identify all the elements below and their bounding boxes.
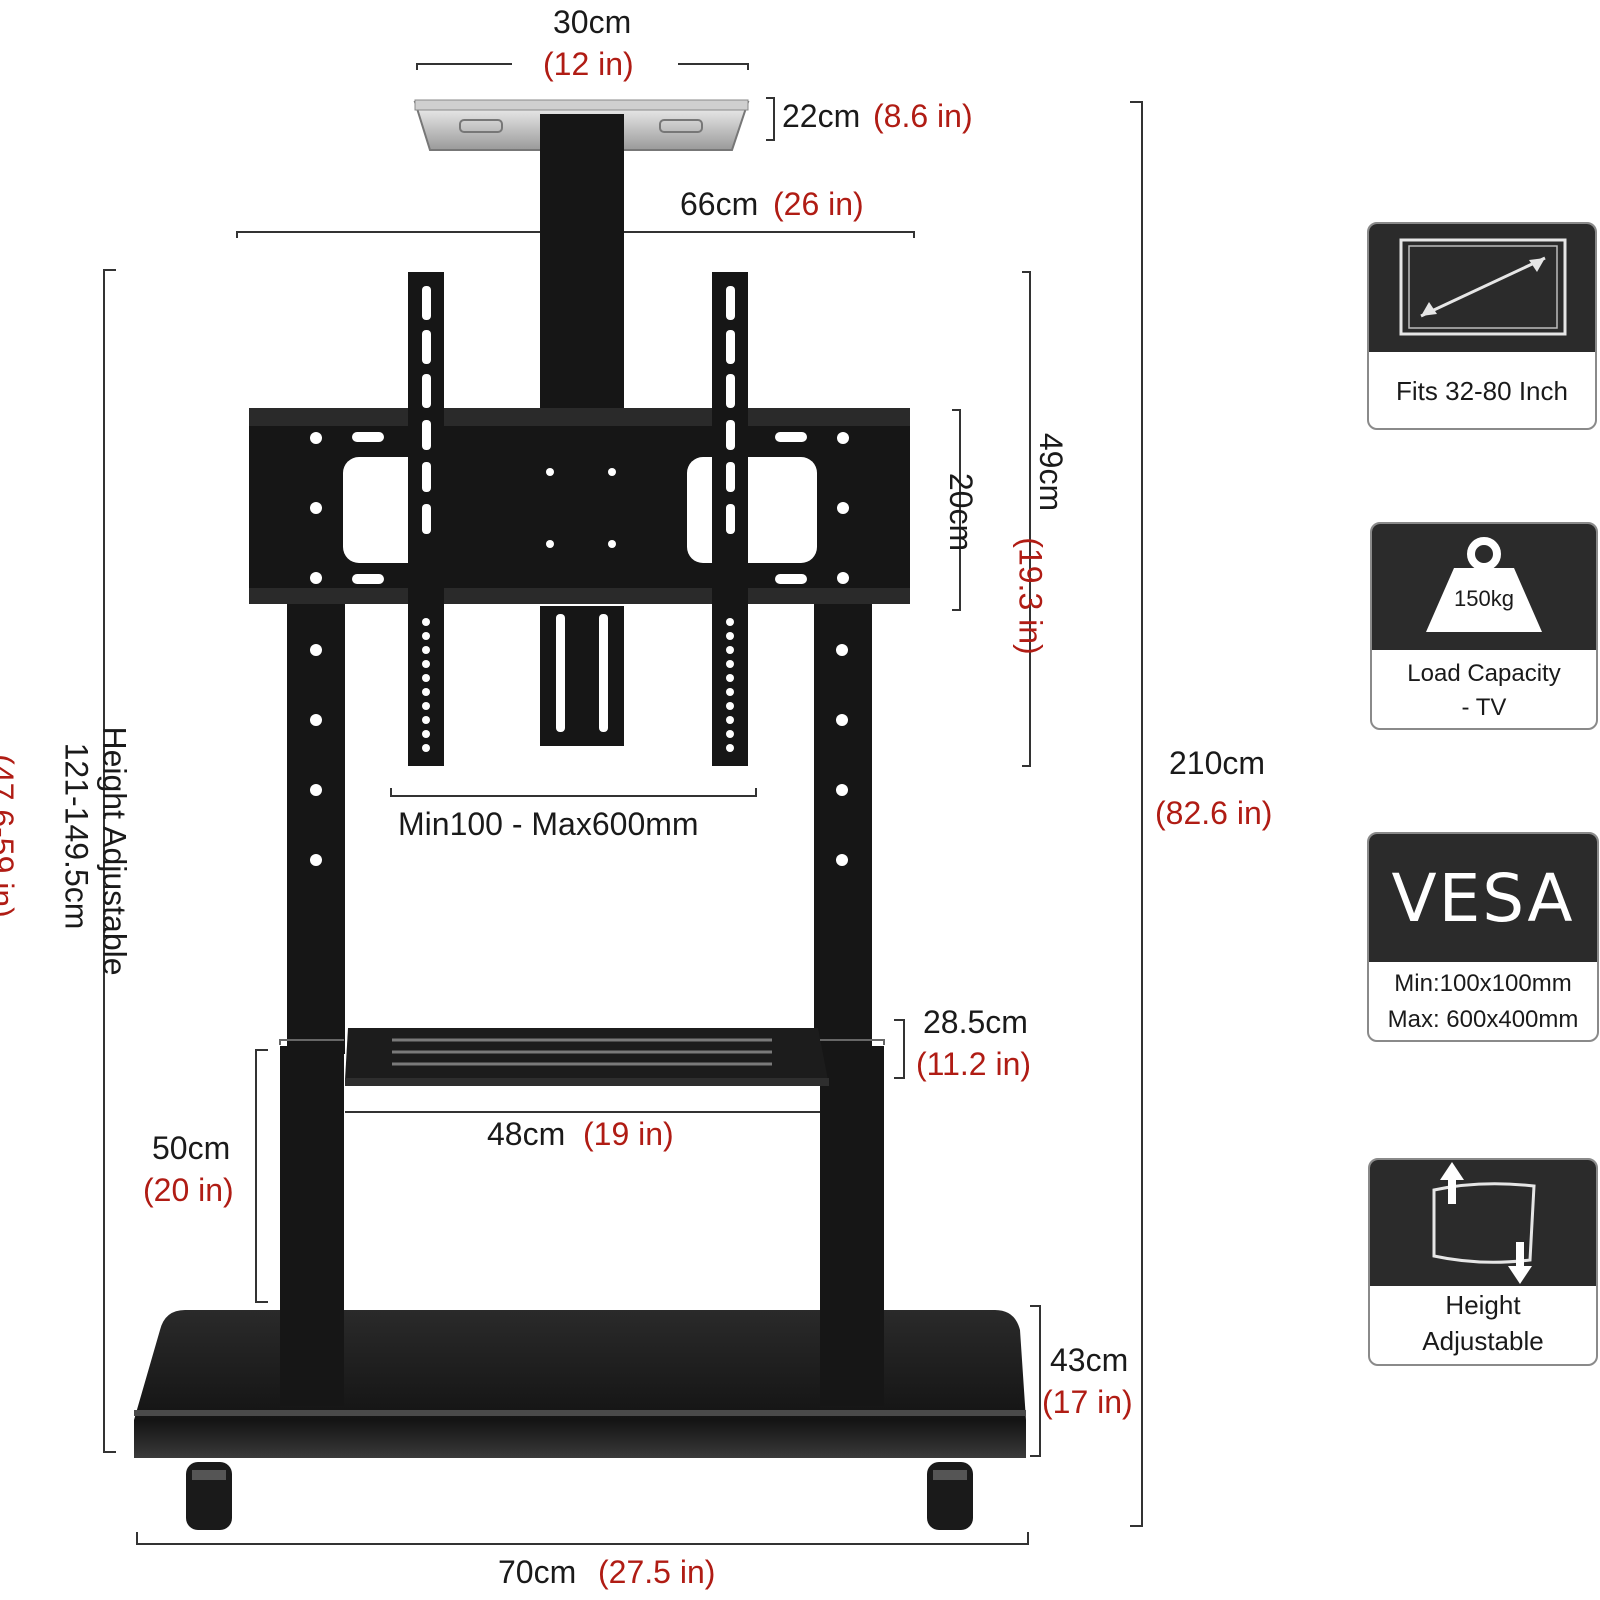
card-header: 150kg <box>1372 524 1596 650</box>
vesa-max-caption: Max: 600x400mm <box>1387 1006 1579 1033</box>
vesa-range-text: Min100 - Max600mm <box>398 806 699 842</box>
height-adjustable-label: Height Adjustable <box>96 726 133 976</box>
card-header <box>1370 1160 1596 1286</box>
feature-card-load-capacity: 150kg Load Capacity - TV <box>1370 522 1598 730</box>
load-capacity-caption-2: - TV <box>1461 694 1507 721</box>
feature-card-screen-size: Fits 32-80 Inch <box>1367 222 1597 430</box>
dimension-lines <box>103 63 1143 1545</box>
tray-depth-imperial: (8.6 in) <box>873 98 973 134</box>
card-header <box>1369 224 1595 352</box>
base-depth-imperial: (17 in) <box>1042 1384 1133 1420</box>
vesa-arms <box>408 272 748 766</box>
arm-hole-columns <box>422 618 734 752</box>
center-column-shape <box>540 114 624 420</box>
height-adjustable-caption-2: Adjustable <box>1422 1326 1544 1356</box>
vesa-logo: VESA <box>1391 860 1575 937</box>
height-adjust-metric: 121-149.5cm <box>58 742 95 930</box>
bracket-width-metric: 66cm <box>680 186 759 222</box>
feature-card-vesa: VESA Min:100x100mm Max: 600x400mm <box>1367 832 1599 1042</box>
height-arrows-icon <box>1432 1162 1536 1284</box>
height-adjust-imperial: (47.6-59 in) <box>0 754 20 918</box>
screen-size-caption: Fits 32-80 Inch <box>1396 376 1568 406</box>
tray-width-imperial: (12 in) <box>543 46 634 82</box>
bracket-height-metric: 49cm <box>1033 432 1070 512</box>
shelf-width-imperial: (19 in) <box>583 1116 674 1152</box>
total-height-imperial: (82.6 in) <box>1155 795 1273 831</box>
feature-card-height-adjustable: Height Adjustable <box>1368 1158 1598 1366</box>
bracket-height-imperial: (19.3 in) <box>1012 537 1049 655</box>
plate-height-metric: 20cm <box>943 472 980 552</box>
shelf-shape <box>279 1028 885 1113</box>
weight-icon <box>1426 537 1542 632</box>
tray-width-metric: 30cm <box>553 4 632 40</box>
card-header: VESA <box>1369 834 1597 962</box>
shelf-height-metric: 50cm <box>152 1130 231 1166</box>
weight-value: 150kg <box>1454 586 1514 611</box>
caster-wheels <box>186 1462 973 1530</box>
uprights <box>280 604 884 1406</box>
lower-column-shape <box>540 606 624 746</box>
upright-holes <box>310 644 848 866</box>
base-shape <box>134 1310 1026 1458</box>
shelf-width-metric: 48cm <box>487 1116 566 1152</box>
vesa-min-caption: Min:100x100mm <box>1394 970 1572 997</box>
tray-depth-metric: 22cm <box>782 98 861 134</box>
base-depth-metric: 43cm <box>1050 1342 1129 1378</box>
screen-diagonal-icon <box>1399 238 1567 336</box>
height-adjustable-caption-1: Height <box>1445 1290 1521 1320</box>
load-capacity-caption-1: Load Capacity <box>1407 660 1561 687</box>
shelf-depth-metric: 28.5cm <box>923 1004 1028 1040</box>
base-width-imperial: (27.5 in) <box>598 1554 716 1590</box>
total-height-metric: 210cm <box>1169 745 1266 781</box>
bracket-width-imperial: (26 in) <box>773 186 864 222</box>
mounting-plate-shape <box>249 408 910 604</box>
base-width-metric: 70cm <box>498 1554 577 1590</box>
shelf-height-imperial: (20 in) <box>143 1172 234 1208</box>
shelf-depth-imperial: (11.2 in) <box>916 1046 1032 1082</box>
